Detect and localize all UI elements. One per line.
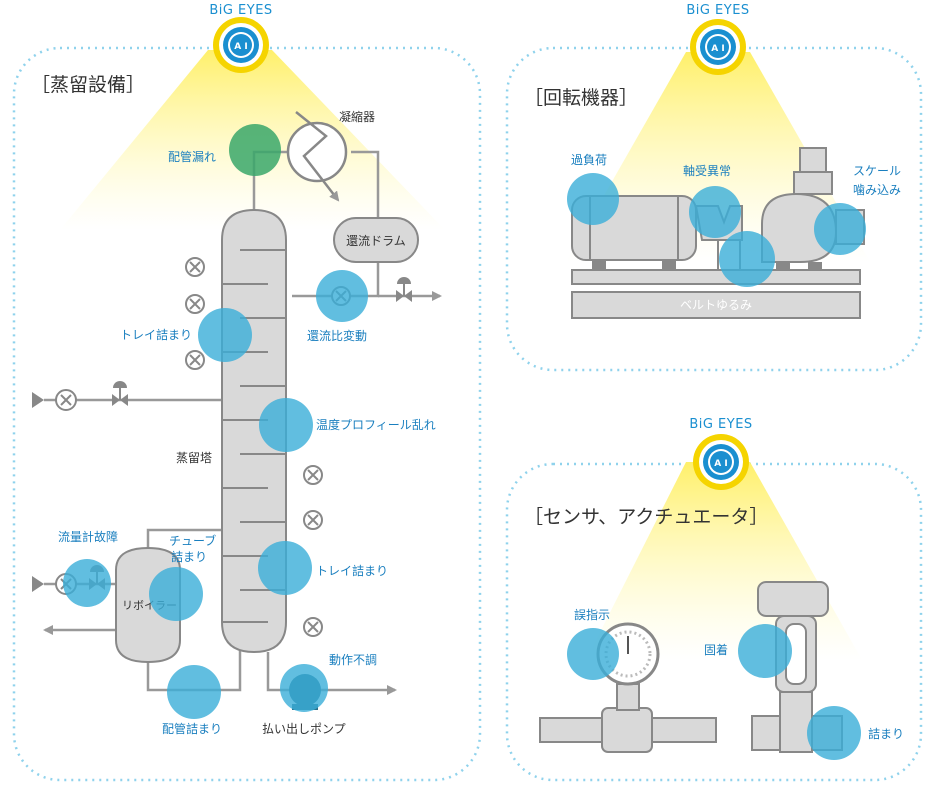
label-flow-meter: 流量計故障 xyxy=(58,529,118,544)
reflux-drum-label: 還流ドラム xyxy=(346,234,406,248)
panel-title-sensor: ［センサ、アクチュエータ］ xyxy=(524,506,768,528)
anomaly-marker-tray-top xyxy=(198,308,252,362)
brand-label: BiG EYES xyxy=(209,3,272,18)
anomaly-marker-bearing xyxy=(689,186,741,238)
anomaly-marker-reflux xyxy=(316,270,368,322)
label-malfunction: 動作不調 xyxy=(329,653,377,667)
machine-base xyxy=(571,291,861,319)
panel-title-distillation: ［蒸留設備］ xyxy=(31,74,145,96)
ai-badge-label: A I xyxy=(234,42,247,52)
label-pipe-leak: 配管漏れ xyxy=(168,149,216,164)
anomaly-marker-pump xyxy=(280,664,328,712)
brand-label: BiG EYES xyxy=(686,3,749,18)
brand-label: BiG EYES xyxy=(689,417,752,432)
machine-base-top xyxy=(571,269,861,285)
label-belt: ベルトゆるみ xyxy=(680,298,752,312)
label-overload: 過負荷 xyxy=(571,153,607,167)
valve-icon xyxy=(185,350,205,370)
valve-icon xyxy=(55,389,77,411)
valve-icon xyxy=(303,465,323,485)
label-reflux-ratio: 還流比変動 xyxy=(307,328,367,343)
panel-sensor: ［センサ、アクチュエータ］ 誤指示 固着 詰まり BiG EYES xyxy=(505,417,923,782)
feed-arrow-icon xyxy=(32,392,44,408)
big-eyes-camera: BiG EYES A I xyxy=(686,3,749,75)
anomaly-marker-scale xyxy=(814,203,866,255)
big-eyes-camera: BiG EYES A I xyxy=(689,417,752,490)
panel-distillation: ［蒸留設備］ 凝縮器 還流ドラム xyxy=(12,3,482,782)
valve-icon xyxy=(185,294,205,314)
label-bearing: 軸受異常 xyxy=(683,164,731,178)
label-pipe-clog: 配管詰まり xyxy=(162,721,222,736)
anomaly-marker-flow-meter xyxy=(63,559,111,607)
label-tray-clog-bottom: トレイ詰まり xyxy=(316,563,388,578)
anomaly-marker-pipe-clog xyxy=(167,665,221,719)
tower-label: 蒸留塔 xyxy=(176,451,212,465)
reflux-drum xyxy=(333,217,419,263)
label-tube-clog-1: チューブ xyxy=(169,533,216,548)
pump-label: 払い出しポンプ xyxy=(262,722,346,736)
condenser xyxy=(286,111,348,202)
label-misreading: 誤指示 xyxy=(574,607,610,622)
anomaly-marker-tube xyxy=(149,567,203,621)
condenser-label: 凝縮器 xyxy=(339,109,375,124)
anomaly-marker-pipe-leak xyxy=(229,124,281,176)
valve-icon xyxy=(303,510,323,530)
ai-badge-label: A I xyxy=(711,44,724,54)
anomaly-marker-belt xyxy=(719,231,775,287)
anomaly-marker-clog xyxy=(807,706,861,760)
pipe-condenser-drum xyxy=(351,150,380,218)
label-scale-1: スケール xyxy=(853,164,901,178)
ai-badge-label: A I xyxy=(714,459,727,469)
label-sticking: 固着 xyxy=(704,642,728,657)
control-valve-icon xyxy=(112,381,128,406)
label-scale-2: 噛み込み xyxy=(853,183,901,197)
big-eyes-camera: BiG EYES A I xyxy=(209,3,272,73)
anomaly-marker-sticking xyxy=(738,624,792,678)
anomaly-marker-tray-bottom xyxy=(258,541,312,595)
steam-arrow-icon xyxy=(32,576,44,592)
anomaly-marker-misreading xyxy=(567,628,619,680)
label-clog: 詰まり xyxy=(868,726,904,741)
label-tray-clog-top: トレイ詰まり xyxy=(120,327,192,342)
control-valve-icon xyxy=(396,277,412,302)
valve-icon xyxy=(303,617,323,637)
valve-icon xyxy=(185,257,205,277)
panel-rotating: ［回転機器］ ベルトゆるみ 過負荷 xyxy=(505,3,923,372)
panel-title-rotating: ［回転機器］ xyxy=(524,87,638,109)
panel-border xyxy=(12,46,482,782)
pipe-product xyxy=(266,652,397,695)
anomaly-marker-overload xyxy=(567,173,619,225)
pipe-reboiler-return xyxy=(146,528,222,548)
anomaly-marker-temp xyxy=(259,398,313,452)
label-temp-profile: 温度プロフィール乱れ xyxy=(316,417,436,432)
label-tube-clog-2: 詰まり xyxy=(171,549,207,564)
